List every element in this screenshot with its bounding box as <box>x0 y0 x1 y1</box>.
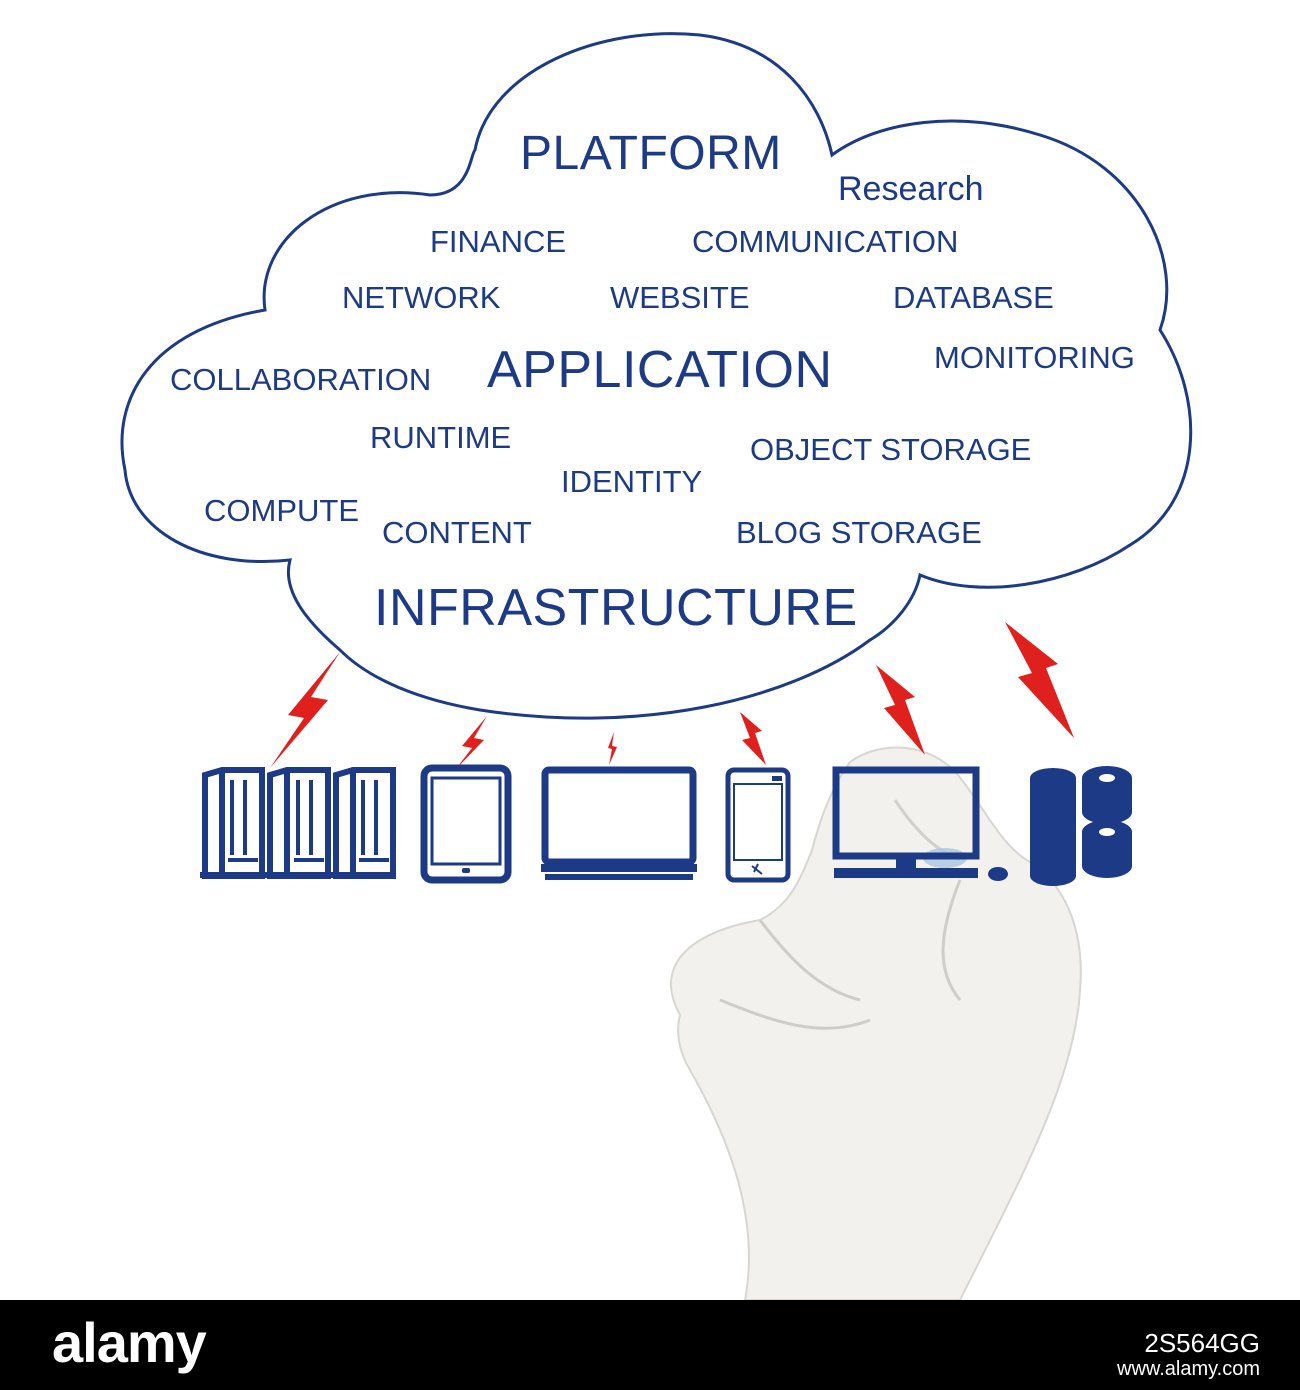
footer-url-link[interactable]: www.alamy.com <box>1117 1358 1260 1380</box>
object-storage-label: OBJECT STORAGE <box>750 432 1032 467</box>
glove-finger-fold <box>719 879 962 1030</box>
runtime-label: RUNTIME <box>370 420 512 455</box>
research-label: Research <box>838 170 984 208</box>
website-label: WEBSITE <box>610 280 750 315</box>
collaboration-label: COLLABORATION <box>170 362 432 397</box>
communication-label: COMMUNICATION <box>692 224 959 259</box>
server-rack-icon <box>200 767 396 879</box>
gloved-hand <box>670 746 1082 1300</box>
desktop-computer-icon <box>832 766 1008 881</box>
stock-footer-bar: alamy 2S564GG www.alamy.com <box>0 1300 1300 1390</box>
bolt-icon <box>270 652 340 768</box>
identity-label: IDENTITY <box>561 464 703 499</box>
smartphone-icon <box>725 767 791 883</box>
tablet-icon <box>420 764 512 884</box>
laptop-icon <box>541 766 697 880</box>
devices-row <box>200 764 1132 886</box>
bolt-icon <box>608 732 617 765</box>
mouse-icon <box>988 867 1008 881</box>
bolt-icon <box>1005 622 1074 738</box>
image-id-label: 2S564GG <box>1144 1328 1260 1358</box>
lightning-bolts <box>270 622 1074 770</box>
blog-storage-label: BLOG STORAGE <box>736 515 982 550</box>
monitoring-label: MONITORING <box>934 340 1135 375</box>
bolt-icon <box>455 716 487 770</box>
finance-label: FINANCE <box>430 224 567 259</box>
cloud-computing-diagram: PLATFORM Research FINANCE COMMUNICATION … <box>120 32 1193 1300</box>
alamy-logo[interactable]: alamy <box>52 1311 207 1374</box>
glove-shape <box>670 746 1082 1300</box>
database-icon <box>1030 766 1132 886</box>
compute-label: COMPUTE <box>204 493 359 528</box>
bolt-icon <box>876 665 925 755</box>
platform-label: PLATFORM <box>520 127 782 180</box>
cloud-outline <box>120 32 1193 720</box>
network-label: NETWORK <box>342 280 501 315</box>
infrastructure-label: INFRASTRUCTURE <box>374 579 858 637</box>
bolt-icon <box>740 712 766 765</box>
content-label: CONTENT <box>382 515 532 550</box>
database-label: DATABASE <box>893 280 1054 315</box>
diagram-graphics <box>120 32 1193 1300</box>
application-label: APPLICATION <box>487 341 833 399</box>
